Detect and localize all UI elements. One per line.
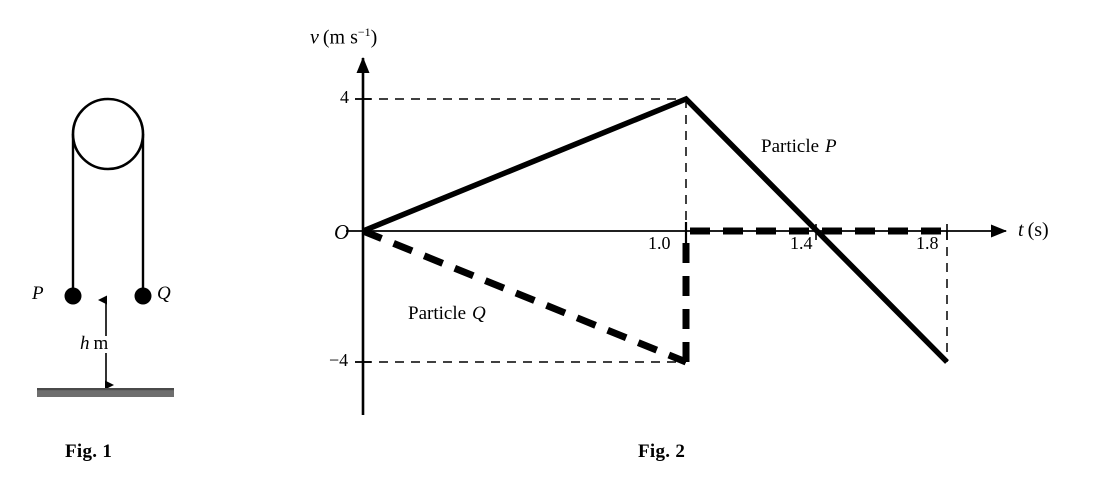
x-axis-label-units: (s) <box>1027 219 1049 241</box>
particle-q-curve-descending <box>361 227 688 366</box>
x-axis-label-var: t <box>1018 219 1024 241</box>
y-tick-label-4: 4 <box>340 87 349 107</box>
y-tick-label-neg4: −4 <box>329 350 349 370</box>
height-label-h: h <box>80 333 90 354</box>
pulley-icon <box>71 97 145 171</box>
label-particle-q: Q <box>157 283 171 304</box>
figure-1-caption: Fig. 1 <box>65 441 113 462</box>
y-axis-label-close: ) <box>370 26 378 49</box>
series-label-particle-q-italic: Q <box>472 303 486 324</box>
ground-surface-edge <box>37 388 174 391</box>
y-axis-label-units: (m s <box>322 26 358 49</box>
origin-label: O <box>334 220 350 244</box>
y-axis-label-var: v <box>310 26 319 49</box>
particle-p-mass <box>64 287 82 305</box>
series-label-particle-p-text: Particle <box>761 136 820 157</box>
series-label-particle-q-text: Particle <box>408 303 467 324</box>
label-particle-p: P <box>32 283 44 304</box>
y-axis-label: v(m s−1) <box>310 25 377 50</box>
series-label-particle-p-italic: P <box>825 136 837 157</box>
y-axis-label-exponent: −1 <box>357 25 371 39</box>
x-tick-label-1-4: 1.4 <box>790 233 813 253</box>
height-label-unit: m <box>93 333 109 354</box>
x-tick-label-1-0: 1.0 <box>648 233 671 253</box>
x-axis-label: t(s) <box>1018 219 1049 242</box>
particle-q-mass <box>134 287 152 305</box>
particle-p-curve <box>361 95 949 364</box>
figure-2-caption: Fig. 2 <box>638 441 686 462</box>
ground-surface <box>37 388 174 397</box>
x-tick-label-1-8: 1.8 <box>916 233 939 253</box>
